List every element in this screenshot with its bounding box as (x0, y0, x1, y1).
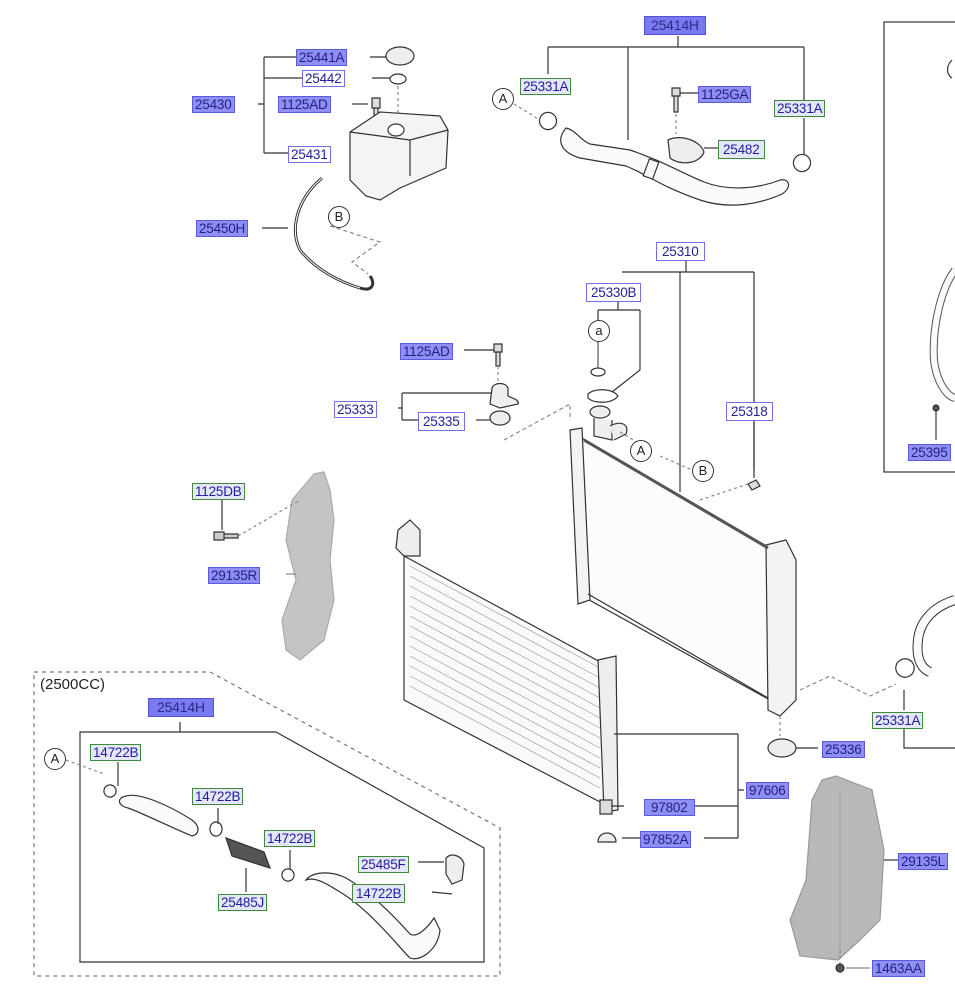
variant-frame (33, 671, 501, 977)
radiator-filler-neck (589, 405, 628, 441)
part-label-1125GA[interactable]: 1125GA (698, 86, 752, 103)
part-label-97802[interactable]: 97802 (644, 799, 695, 816)
leader-97606-group (612, 733, 744, 839)
bolt-1125DB (213, 531, 239, 541)
ref-marker-a-2500: A (44, 748, 66, 770)
part-label-1463AA[interactable]: 1463AA (872, 960, 925, 977)
cap-gasket (389, 73, 407, 85)
ref-marker-a-small: a (588, 320, 610, 342)
part-label-25442[interactable]: 25442 (302, 70, 345, 87)
part-label-25431[interactable]: 25431 (288, 146, 331, 163)
plug-a (590, 367, 606, 377)
mount-25336 (767, 738, 797, 758)
ref-marker-a-top: A (492, 88, 514, 110)
clamp-left (538, 111, 558, 131)
leader-25331A-lower (903, 690, 955, 749)
drain-plug-25318 (747, 479, 761, 491)
cap-97852A (597, 832, 617, 843)
part-label-1125AD-top[interactable]: 1125AD (278, 96, 331, 113)
part-label-25331A-right[interactable]: 25331A (774, 100, 826, 117)
part-label-25330B[interactable]: 25330B (586, 283, 642, 302)
part-label-14722B-1[interactable]: 14722B (90, 744, 142, 761)
part-label-25335[interactable]: 25335 (418, 412, 465, 431)
deflector-29135L (789, 775, 885, 961)
part-label-14722B-4[interactable]: 14722B (352, 884, 406, 903)
hose-2500-2 (304, 872, 441, 960)
part-label-97606[interactable]: 97606 (746, 782, 789, 799)
bolt-mid (493, 343, 503, 367)
clamp-2500-2 (209, 821, 223, 837)
variant-note: (2500CC) (40, 676, 106, 693)
leader-25330B (597, 302, 641, 393)
leader-25414H-top (547, 36, 805, 160)
clamp-2500-3 (281, 868, 295, 882)
leader-25333 (398, 392, 494, 421)
clamp-right (792, 153, 812, 173)
condenser (403, 554, 605, 805)
seal-25335 (489, 410, 511, 426)
gasket-25330B (587, 389, 619, 403)
part-label-25414H-2500[interactable]: 25414H (148, 698, 214, 717)
reservoir-cap (385, 46, 415, 66)
ref-marker-b-radiator: B (692, 460, 714, 482)
part-label-25450H[interactable]: 25450H (196, 220, 249, 237)
inset-box (883, 21, 955, 473)
part-label-1125AD-mid[interactable]: 1125AD (400, 343, 453, 360)
part-label-25430[interactable]: 25430 (192, 96, 235, 113)
part-label-25441A[interactable]: 25441A (296, 49, 348, 66)
upper-hose (560, 127, 790, 206)
part-label-25482[interactable]: 25482 (718, 140, 765, 159)
part-label-25318[interactable]: 25318 (726, 402, 773, 421)
reservoir-tank (349, 111, 449, 201)
clamp-2500-1 (103, 784, 117, 798)
part-label-25414H-top[interactable]: 25414H (644, 16, 706, 35)
part-label-14722B-3[interactable]: 14722B (264, 830, 316, 847)
part-label-25485J[interactable]: 25485J (218, 894, 268, 911)
condenser-fins (409, 565, 601, 789)
part-label-25331A-left[interactable]: 25331A (520, 78, 572, 95)
clip-1463AA (835, 963, 845, 973)
part-label-25310[interactable]: 25310 (656, 242, 705, 261)
part-label-25395[interactable]: 25395 (908, 444, 951, 461)
leader-25430-group (258, 56, 302, 154)
part-label-25331A-lower[interactable]: 25331A (872, 712, 924, 729)
part-label-25485F[interactable]: 25485F (358, 856, 409, 873)
clamp-lower-right (895, 658, 915, 678)
part-label-25336[interactable]: 25336 (822, 741, 865, 758)
part-label-25333[interactable]: 25333 (334, 401, 377, 418)
part-label-29135R[interactable]: 29135R (208, 567, 261, 584)
inner-box-25414H (79, 731, 485, 963)
water-outlet-25333 (489, 382, 519, 409)
ref-marker-a-radiator: A (630, 440, 652, 462)
ref-marker-b-reservoir: B (328, 206, 350, 228)
part-label-14722B-2[interactable]: 14722B (192, 788, 244, 805)
part-label-29135L[interactable]: 29135L (898, 853, 948, 870)
hose-2500-1 (118, 794, 199, 837)
thermostat-25485J (225, 837, 271, 869)
fitting-25485F (445, 854, 465, 885)
bolt-1125GA (671, 87, 681, 113)
bracket-25482 (667, 137, 705, 164)
part-label-1125DB[interactable]: 1125DB (192, 483, 245, 500)
leader-25310 (622, 260, 755, 492)
part-label-97852A[interactable]: 97852A (640, 831, 692, 848)
deflector-29135R (281, 471, 335, 661)
